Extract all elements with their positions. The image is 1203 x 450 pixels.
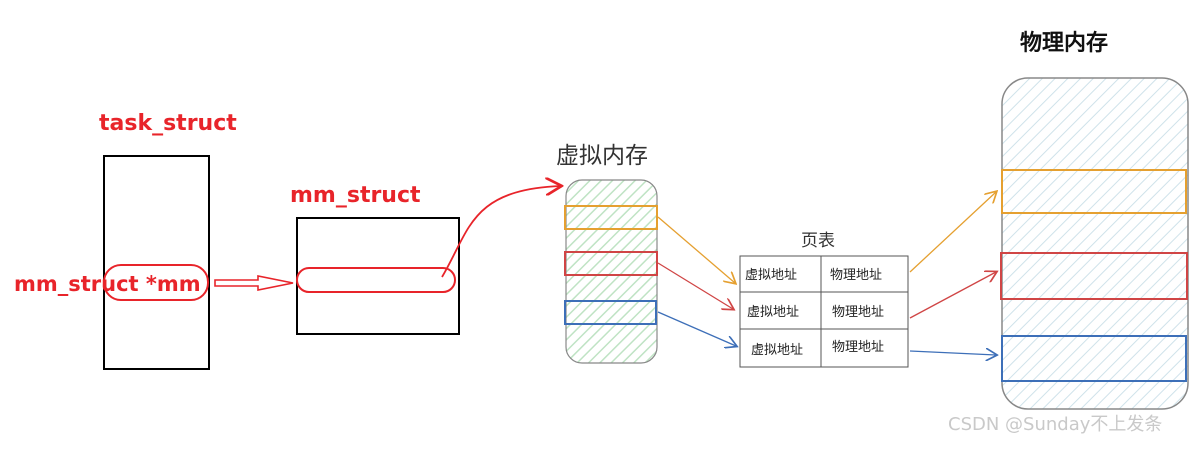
pm-region-blue xyxy=(1001,335,1187,382)
pt-orange-arrow xyxy=(909,192,996,273)
mm-pointer-highlight xyxy=(103,264,209,301)
vm-region-orange xyxy=(564,205,658,230)
pt-row2-virtual: 虚拟地址 xyxy=(747,305,799,320)
mm-to-vm-arrow xyxy=(441,186,560,278)
vm-region-blue xyxy=(564,300,657,325)
pt-red-arrow xyxy=(909,272,996,319)
mm-struct-box xyxy=(296,217,460,335)
task-struct-box xyxy=(103,155,210,370)
vm-blue-arrow xyxy=(657,311,736,346)
watermark: CSDN @Sunday不上发条 xyxy=(948,414,1162,435)
pt-row3-physical: 物理地址 xyxy=(832,340,884,355)
page-table xyxy=(739,255,909,368)
mm-field-highlight xyxy=(296,267,456,293)
pt-blue-arrow xyxy=(909,351,996,355)
virtual-memory-block xyxy=(565,179,658,364)
pt-row1-virtual: 虚拟地址 xyxy=(745,268,797,283)
vm-red-arrow xyxy=(657,262,733,309)
mm-struct-label: mm_struct xyxy=(290,183,421,208)
pm-region-red xyxy=(1000,252,1188,300)
task-struct-label: task_struct xyxy=(99,111,237,136)
pt-row2-physical: 物理地址 xyxy=(832,305,884,320)
vm-region-red xyxy=(564,251,658,276)
mm-pointer-label: mm_struct *mm xyxy=(14,272,201,296)
vm-orange-arrow xyxy=(657,216,735,283)
pointer-arrow xyxy=(214,275,294,291)
pm-region-orange xyxy=(1001,169,1187,214)
pt-row1-physical: 物理地址 xyxy=(830,268,882,283)
virtual-memory-label: 虚拟内存 xyxy=(556,143,648,169)
pt-row3-virtual: 虚拟地址 xyxy=(751,343,803,358)
page-table-label: 页表 xyxy=(801,231,835,251)
physical-memory-label: 物理内存 xyxy=(1020,30,1108,56)
physical-memory-block xyxy=(1001,77,1189,410)
